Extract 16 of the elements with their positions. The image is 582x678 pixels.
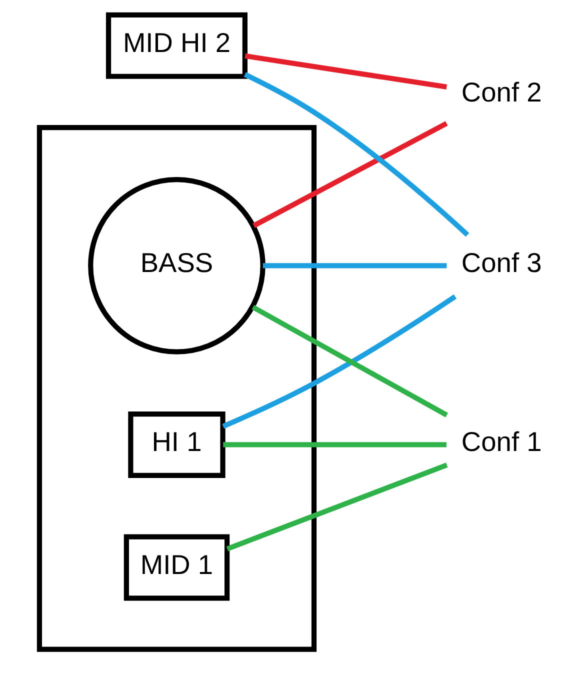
node-text: Conf 3	[461, 247, 542, 278]
connector	[223, 442, 446, 448]
connector	[226, 462, 448, 552]
connector	[252, 121, 448, 228]
connector	[252, 304, 448, 418]
node-box: HI 1	[128, 411, 226, 478]
connector	[222, 294, 457, 429]
connector	[244, 72, 470, 237]
node-text: Conf 1	[461, 426, 542, 458]
node-text: Conf 2	[461, 76, 542, 108]
connector	[244, 53, 448, 90]
cluster	[36, 124, 317, 652]
node-box: MID HI 2	[106, 12, 248, 79]
node-circle: BASS	[88, 177, 266, 354]
node-box: MID 1	[124, 534, 230, 601]
connector	[262, 263, 447, 268]
